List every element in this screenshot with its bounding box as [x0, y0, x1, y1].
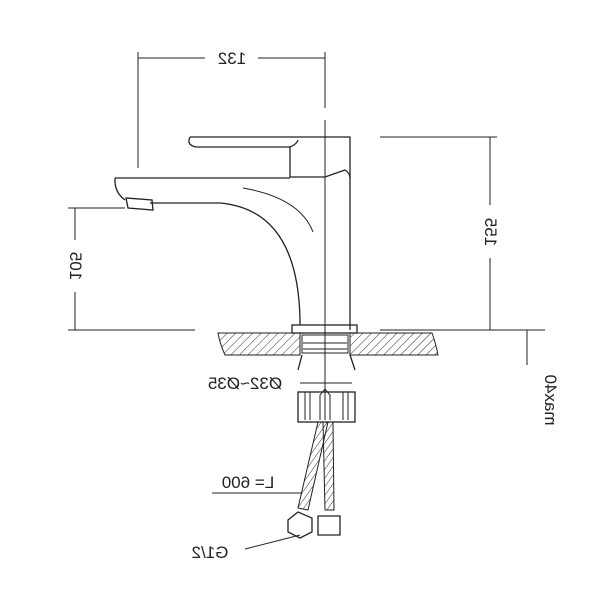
dimension-total-height: 155 [380, 136, 545, 331]
faucet-body [114, 136, 358, 334]
flexible-hoses: L= 600 G1/2 [192, 421, 341, 562]
dimension-reach: 132 [137, 49, 326, 168]
total-height-label: 155 [481, 218, 500, 246]
mounting-shank: Ø32~Ø35 [208, 354, 356, 423]
thread-label: G1/2 [192, 543, 229, 562]
dimension-counter-thickness: max40 [526, 330, 560, 426]
reach-label: 132 [218, 49, 246, 68]
hose-length-label: L= 600 [222, 473, 274, 492]
dimension-spout-height: 105 [66, 207, 195, 331]
hose-nut [317, 515, 341, 536]
hose-nut [287, 511, 313, 539]
countertop [217, 332, 439, 356]
hole-diameter-label: Ø32~Ø35 [208, 374, 282, 393]
spout-height-label: 105 [66, 252, 85, 280]
counter-thickness-label: max40 [541, 374, 560, 425]
